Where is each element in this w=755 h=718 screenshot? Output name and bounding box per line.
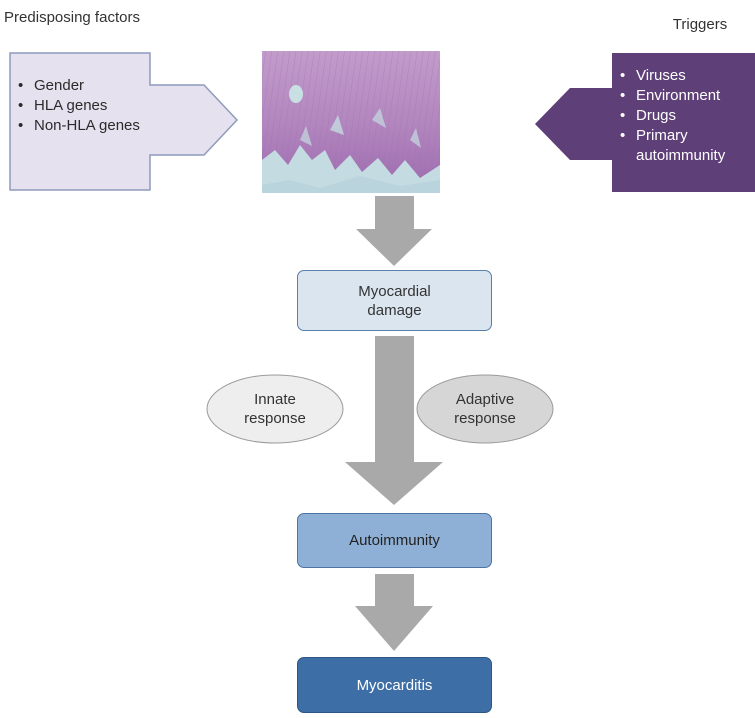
adaptive-response-label-wrap: Adaptive response [417,375,553,443]
myocardium-histology-image [262,51,440,193]
arrow-damage-to-autoimmunity [345,336,443,505]
predisposing-list: Gender HLA genes Non-HLA genes [18,76,153,136]
innate-response-label: Innate response [244,391,306,427]
predisposing-heading: Predisposing factors [4,9,140,26]
triggers-heading: Triggers [672,16,728,33]
triggers-list: Viruses Environment Drugs Primary autoim… [620,66,755,166]
myocarditis-box: Myocarditis [297,657,492,713]
list-item: Gender [18,76,153,96]
list-item: Primary autoimmunity [620,126,755,166]
myocarditis-label: Myocarditis [356,676,433,694]
list-item: Viruses [620,66,755,86]
myocardial-damage-box: Myocardial damage [297,270,492,331]
list-item: HLA genes [18,96,153,116]
list-item: Non-HLA genes [18,116,153,136]
arrow-image-to-damage [356,196,432,266]
arrow-autoimmunity-to-myocarditis [355,574,433,651]
list-item: Drugs [620,106,755,126]
list-item: Environment [620,86,755,106]
autoimmunity-box: Autoimmunity [297,513,492,568]
myocardial-damage-label: Myocardial damage [358,282,431,319]
adaptive-response-oval [416,374,554,444]
autoimmunity-label: Autoimmunity [349,532,440,549]
innate-response-oval [206,374,344,444]
innate-response-label-wrap: Innate response [207,375,343,443]
adaptive-response-label: Adaptive response [454,391,516,427]
